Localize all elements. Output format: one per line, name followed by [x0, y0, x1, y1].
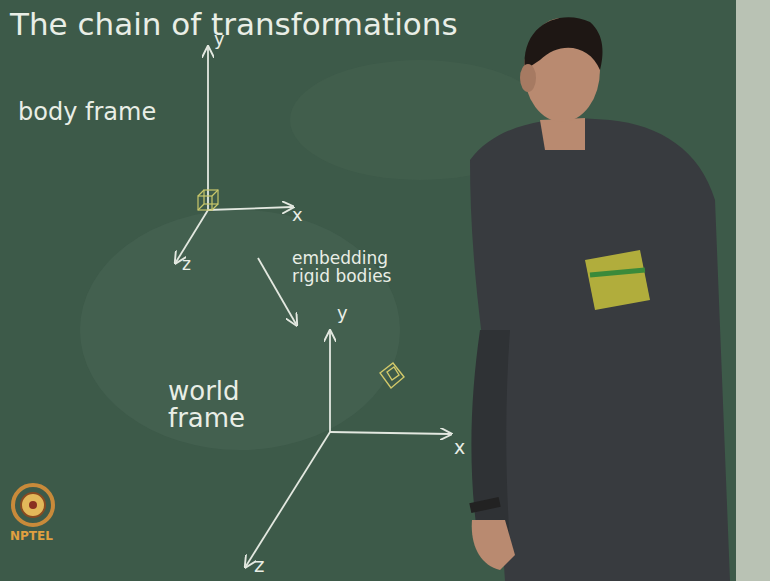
lecturer — [469, 17, 730, 581]
note-label: embedding rigid bodies — [292, 250, 402, 286]
axis-label: x — [454, 438, 465, 458]
nptel-logo — [13, 485, 53, 525]
frame-label: body frame — [18, 100, 156, 125]
axis-label: z — [254, 555, 265, 576]
embedding-arrow — [258, 258, 296, 324]
world-axes — [246, 332, 450, 566]
axis-label: y — [214, 30, 225, 49]
chalk-smudge — [80, 210, 400, 450]
board-title: The chain of transformations — [10, 8, 458, 41]
axis-label: x — [292, 206, 303, 225]
logo-text: NPTEL — [10, 530, 53, 543]
tilted-box — [380, 363, 404, 388]
wall — [736, 0, 770, 581]
axis-label: y — [337, 304, 348, 323]
frame-label: world frame — [168, 378, 258, 433]
cube — [198, 190, 218, 210]
axis-label: z — [182, 256, 191, 274]
body-axes — [176, 48, 292, 262]
